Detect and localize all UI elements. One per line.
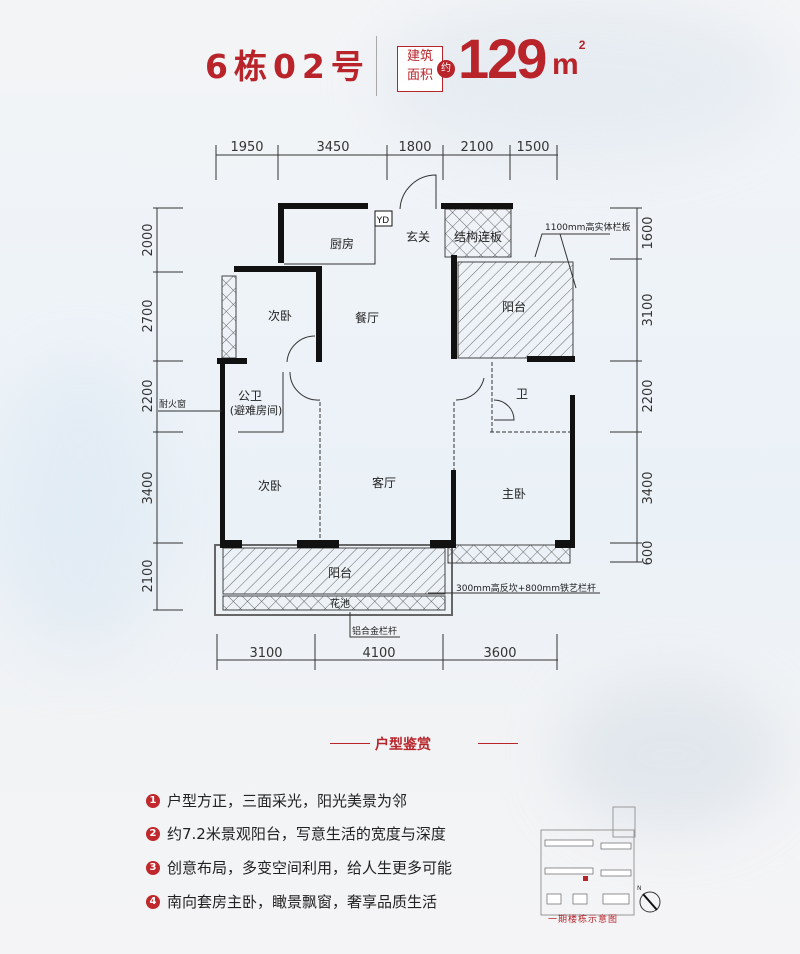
floor-plan: 1950 3450 1800 2100 1500 3100 4100 3600 … [141,140,656,670]
partitions [238,174,570,540]
annotations: 1100mm高实体栏板 耐火窗 300mm高反坎+800mm铁艺栏杆 铝合金栏杆 [158,221,630,638]
yd-label: YD [376,216,389,226]
dim-label: 2700 [141,299,156,332]
note-rail-1100: 1100mm高实体栏板 [545,221,630,233]
dim-label: 1950 [230,140,263,155]
feature-item: 2 约7.2米景观阳台，写意生活的宽度与深度 [146,823,446,844]
walls [217,203,575,548]
dim-label: 3450 [316,140,349,155]
room-planter: 花池 [330,597,350,610]
dim-label: 3600 [483,646,516,661]
room-refuge: (避难房间) [230,403,283,417]
unit-m: m [552,48,579,81]
room-kitchen: 厨房 [330,236,354,251]
north-label: N [637,885,642,892]
dim-label: 2200 [141,379,156,412]
feature-number-badge: 3 [146,860,160,875]
room-bath: 卫 [516,387,528,401]
note-fire-window: 耐火窗 [159,398,186,410]
room-labels: 厨房 玄关 结构连板 阳台 次卧 餐厅 公卫 (避难房间) 卫 次卧 客厅 主卧… [230,229,528,610]
approx-badge: 约 [437,60,455,78]
dim-label: 3100 [641,293,656,326]
note-rail-300: 300mm高反坎+800mm铁艺栏杆 [456,582,596,594]
site-map: N [540,806,661,916]
unit-sup: 2 [578,38,586,52]
dim-label: 2000 [141,223,156,256]
balcony-south [222,547,446,595]
balcony-ne [457,261,574,359]
section-line-left [330,743,370,744]
feature-number-badge: 1 [146,793,160,808]
feature-number-badge: 4 [146,894,160,909]
feature-item: 1 户型方正，三面采光，阳光美景为邻 [146,790,407,811]
window-bench [221,275,237,359]
room-entry: 玄关 [406,229,430,244]
dim-label: 600 [641,541,656,566]
dim-label: 2100 [460,140,493,155]
area-value: 129 [458,27,547,90]
feature-text: 创意布局，多变空间利用，给人生更多可能 [167,859,453,877]
current-building-marker [583,876,588,881]
dim-label: 1500 [516,140,549,155]
dim-label: 1800 [398,140,431,155]
dim-label: 3100 [249,646,282,661]
area-unit: m2 [552,38,585,82]
divider [376,36,377,96]
dim-label: 2200 [641,379,656,412]
yd-box [374,210,393,227]
building-blocks [544,839,632,905]
dim-label: 4100 [362,646,395,661]
watercolor-wash [0,360,160,660]
dim-label: 3400 [641,471,656,504]
dimension-labels: 1950 3450 1800 2100 1500 3100 4100 3600 … [141,140,656,661]
feature-text: 户型方正，三面采光，阳光美景为邻 [167,792,408,810]
header: 6栋02号 建筑 面积 约 129 m2 [0,22,800,96]
watercolor-wash [560,680,780,830]
planter [222,595,446,611]
room-dining: 餐厅 [355,310,379,325]
site-map-caption: 一期楼栋示意图 [548,915,619,925]
area-label: 建筑 面积 [397,46,443,92]
room-public-bath: 公卫 [238,389,262,403]
features-title: 户型鉴赏 [375,737,431,753]
feature-text: 南向套房主卧，瞰景飘窗，奢享品质生活 [167,893,438,911]
section-line-right [478,743,518,744]
room-master: 主卧 [502,487,526,501]
watercolor-wash [380,0,780,160]
compass-icon [639,891,661,913]
area-label-line2: 面积 [406,68,433,83]
note-alu-rail: 铝合金栏杆 [352,625,397,637]
dim-label: 3400 [141,471,156,504]
dim-label: 1600 [641,216,656,249]
structural-slab [444,208,512,258]
dim-label: 2100 [141,559,156,592]
room-balcony-south: 阳台 [328,565,352,580]
building-number: 6栋02号 [205,47,370,86]
site-boundary [540,829,635,916]
room-bedroom-north: 次卧 [268,309,292,323]
feature-item: 3 创意布局，多变空间利用，给人生更多可能 [146,857,452,878]
area-label-line1: 建筑 [406,49,433,64]
dimension-lines [153,145,642,670]
bay-window [447,544,571,564]
room-balcony-ne: 阳台 [502,299,526,314]
entry-door-swing [399,174,437,210]
room-bedroom-south: 次卧 [258,479,282,493]
feature-text: 约7.2米景观阳台，写意生活的宽度与深度 [167,825,446,843]
feature-number-badge: 2 [146,826,160,841]
room-struct-slab: 结构连板 [454,229,502,244]
room-living: 客厅 [372,475,396,490]
feature-item: 4 南向套房主卧，瞰景飘窗，奢享品质生活 [146,891,437,912]
